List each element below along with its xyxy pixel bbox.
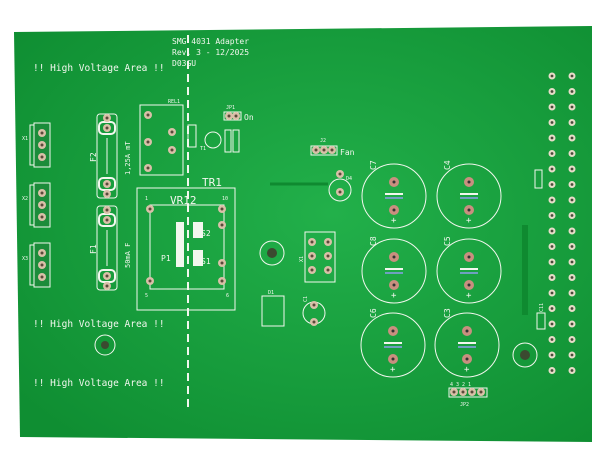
label-d4: D4: [346, 176, 352, 182]
header-pin: [548, 227, 556, 235]
header-pin: [548, 88, 556, 95]
header-pin: [548, 150, 556, 157]
label-tr1: TR1: [202, 176, 222, 189]
header-pin: [568, 367, 576, 374]
label-f2: F2: [89, 152, 98, 162]
header-pin: [568, 119, 576, 126]
label-c6: C6: [369, 308, 378, 318]
label-c5: C5: [443, 236, 452, 246]
header-pin: [548, 289, 556, 297]
high-voltage-warning: !! High Voltage Area !!: [33, 378, 165, 389]
label-x1: X1: [22, 136, 28, 142]
header-pin: [568, 305, 576, 312]
label-pin6: 6: [226, 293, 229, 299]
label-c4: C4: [443, 160, 452, 170]
header-pin: [568, 258, 576, 266]
label-vr12: VR12: [170, 194, 197, 207]
label-d1: D1: [268, 290, 274, 296]
jumper-jp1: [223, 111, 242, 121]
header-pin: [568, 289, 576, 297]
label-c1: C1: [303, 296, 309, 302]
label-c11: C11: [539, 303, 545, 312]
header-pin: [548, 165, 556, 173]
header-pin: [548, 320, 556, 328]
label-pin5: 5: [145, 293, 148, 299]
header-pin: [548, 367, 556, 374]
label-jp2-pins: 4 3 2 1: [450, 382, 471, 388]
header-pin: [548, 196, 556, 204]
board-revision: Rev. 3 - 12/2025: [172, 48, 249, 57]
relay-rel1: [139, 104, 184, 176]
label-pin10: 10: [222, 196, 228, 202]
header-pin: [548, 181, 556, 188]
transformer-tr1: [136, 187, 236, 311]
header-pin: [548, 258, 556, 266]
header-pin: [568, 351, 576, 359]
header-pin: [548, 243, 556, 250]
header-pin: [548, 305, 556, 312]
label-x3: X3: [22, 256, 28, 262]
header-pin: [568, 88, 576, 95]
board-title: SMG 4031 Adapter: [172, 37, 249, 46]
header-pin: [568, 274, 576, 281]
header-pin: [548, 119, 556, 126]
high-voltage-warning: !! High Voltage Area !!: [33, 63, 165, 74]
header-pin: [568, 320, 576, 328]
header-pin: [568, 243, 576, 250]
header-pin: [548, 103, 556, 111]
header-pin: [568, 336, 576, 343]
label-s2: S2: [201, 229, 211, 238]
label-f1-rating: 50mA F: [124, 243, 132, 268]
label-t1: T1: [200, 146, 206, 152]
connector-block: [304, 231, 336, 283]
header-pin: [568, 227, 576, 235]
pcb-board: [14, 26, 592, 442]
connector-jp2: [448, 387, 488, 398]
label-c8: C8: [369, 236, 378, 246]
header-pin: [548, 134, 556, 142]
label-jp2: JP2: [460, 402, 469, 408]
high-voltage-warning: !! High Voltage Area !!: [33, 319, 165, 330]
board-code: D03GU: [172, 59, 196, 68]
label-f1: F1: [89, 244, 98, 254]
label-x2: X2: [22, 196, 28, 202]
label-f2-rating: 1,25A mT: [124, 140, 132, 175]
header-pin: [568, 212, 576, 219]
label-c7: C7: [369, 160, 378, 170]
header-pin: [548, 72, 556, 80]
header-pin: [548, 336, 556, 343]
header-pin: [548, 212, 556, 219]
header-pin: [568, 150, 576, 157]
label-s1: S1: [201, 257, 211, 266]
header-pin: [548, 351, 556, 359]
label-fan: Fan: [340, 148, 355, 157]
rectifier-d1: [261, 295, 285, 327]
label-x-conn: X1: [299, 256, 305, 262]
header-pin: [568, 72, 576, 80]
header-pin: [568, 181, 576, 188]
label-jp1: JP1: [226, 105, 235, 111]
header-pin: [568, 103, 576, 111]
header-pin: [568, 165, 576, 173]
label-j2: J2: [320, 138, 326, 144]
label-rel1: REL1: [168, 99, 180, 105]
header-pin: [568, 196, 576, 204]
label-p1: P1: [161, 254, 171, 263]
header-pin: [548, 274, 556, 281]
header-pin: [568, 134, 576, 142]
label-jp1-on: On: [244, 113, 254, 122]
label-c3: C3: [443, 308, 452, 318]
label-pin1: 1: [145, 196, 148, 202]
